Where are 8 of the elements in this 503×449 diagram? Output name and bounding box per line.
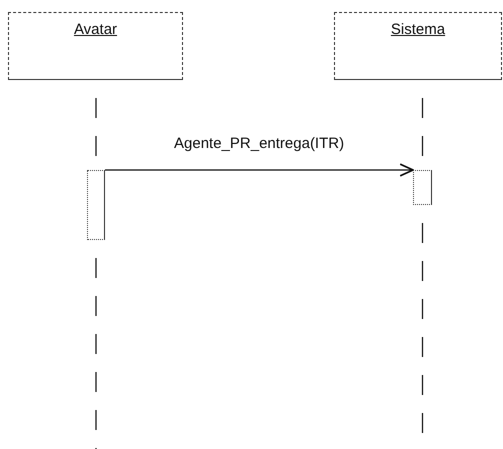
object-name: Avatar xyxy=(74,21,118,38)
activation-bar xyxy=(87,170,105,240)
message-label: Agente_PR_entrega(ITR) xyxy=(172,135,346,152)
object-name: Sistema xyxy=(390,21,446,38)
message-arrow xyxy=(105,163,414,177)
activation-bar xyxy=(413,170,432,205)
object-box xyxy=(334,12,502,80)
object-box xyxy=(8,12,183,80)
